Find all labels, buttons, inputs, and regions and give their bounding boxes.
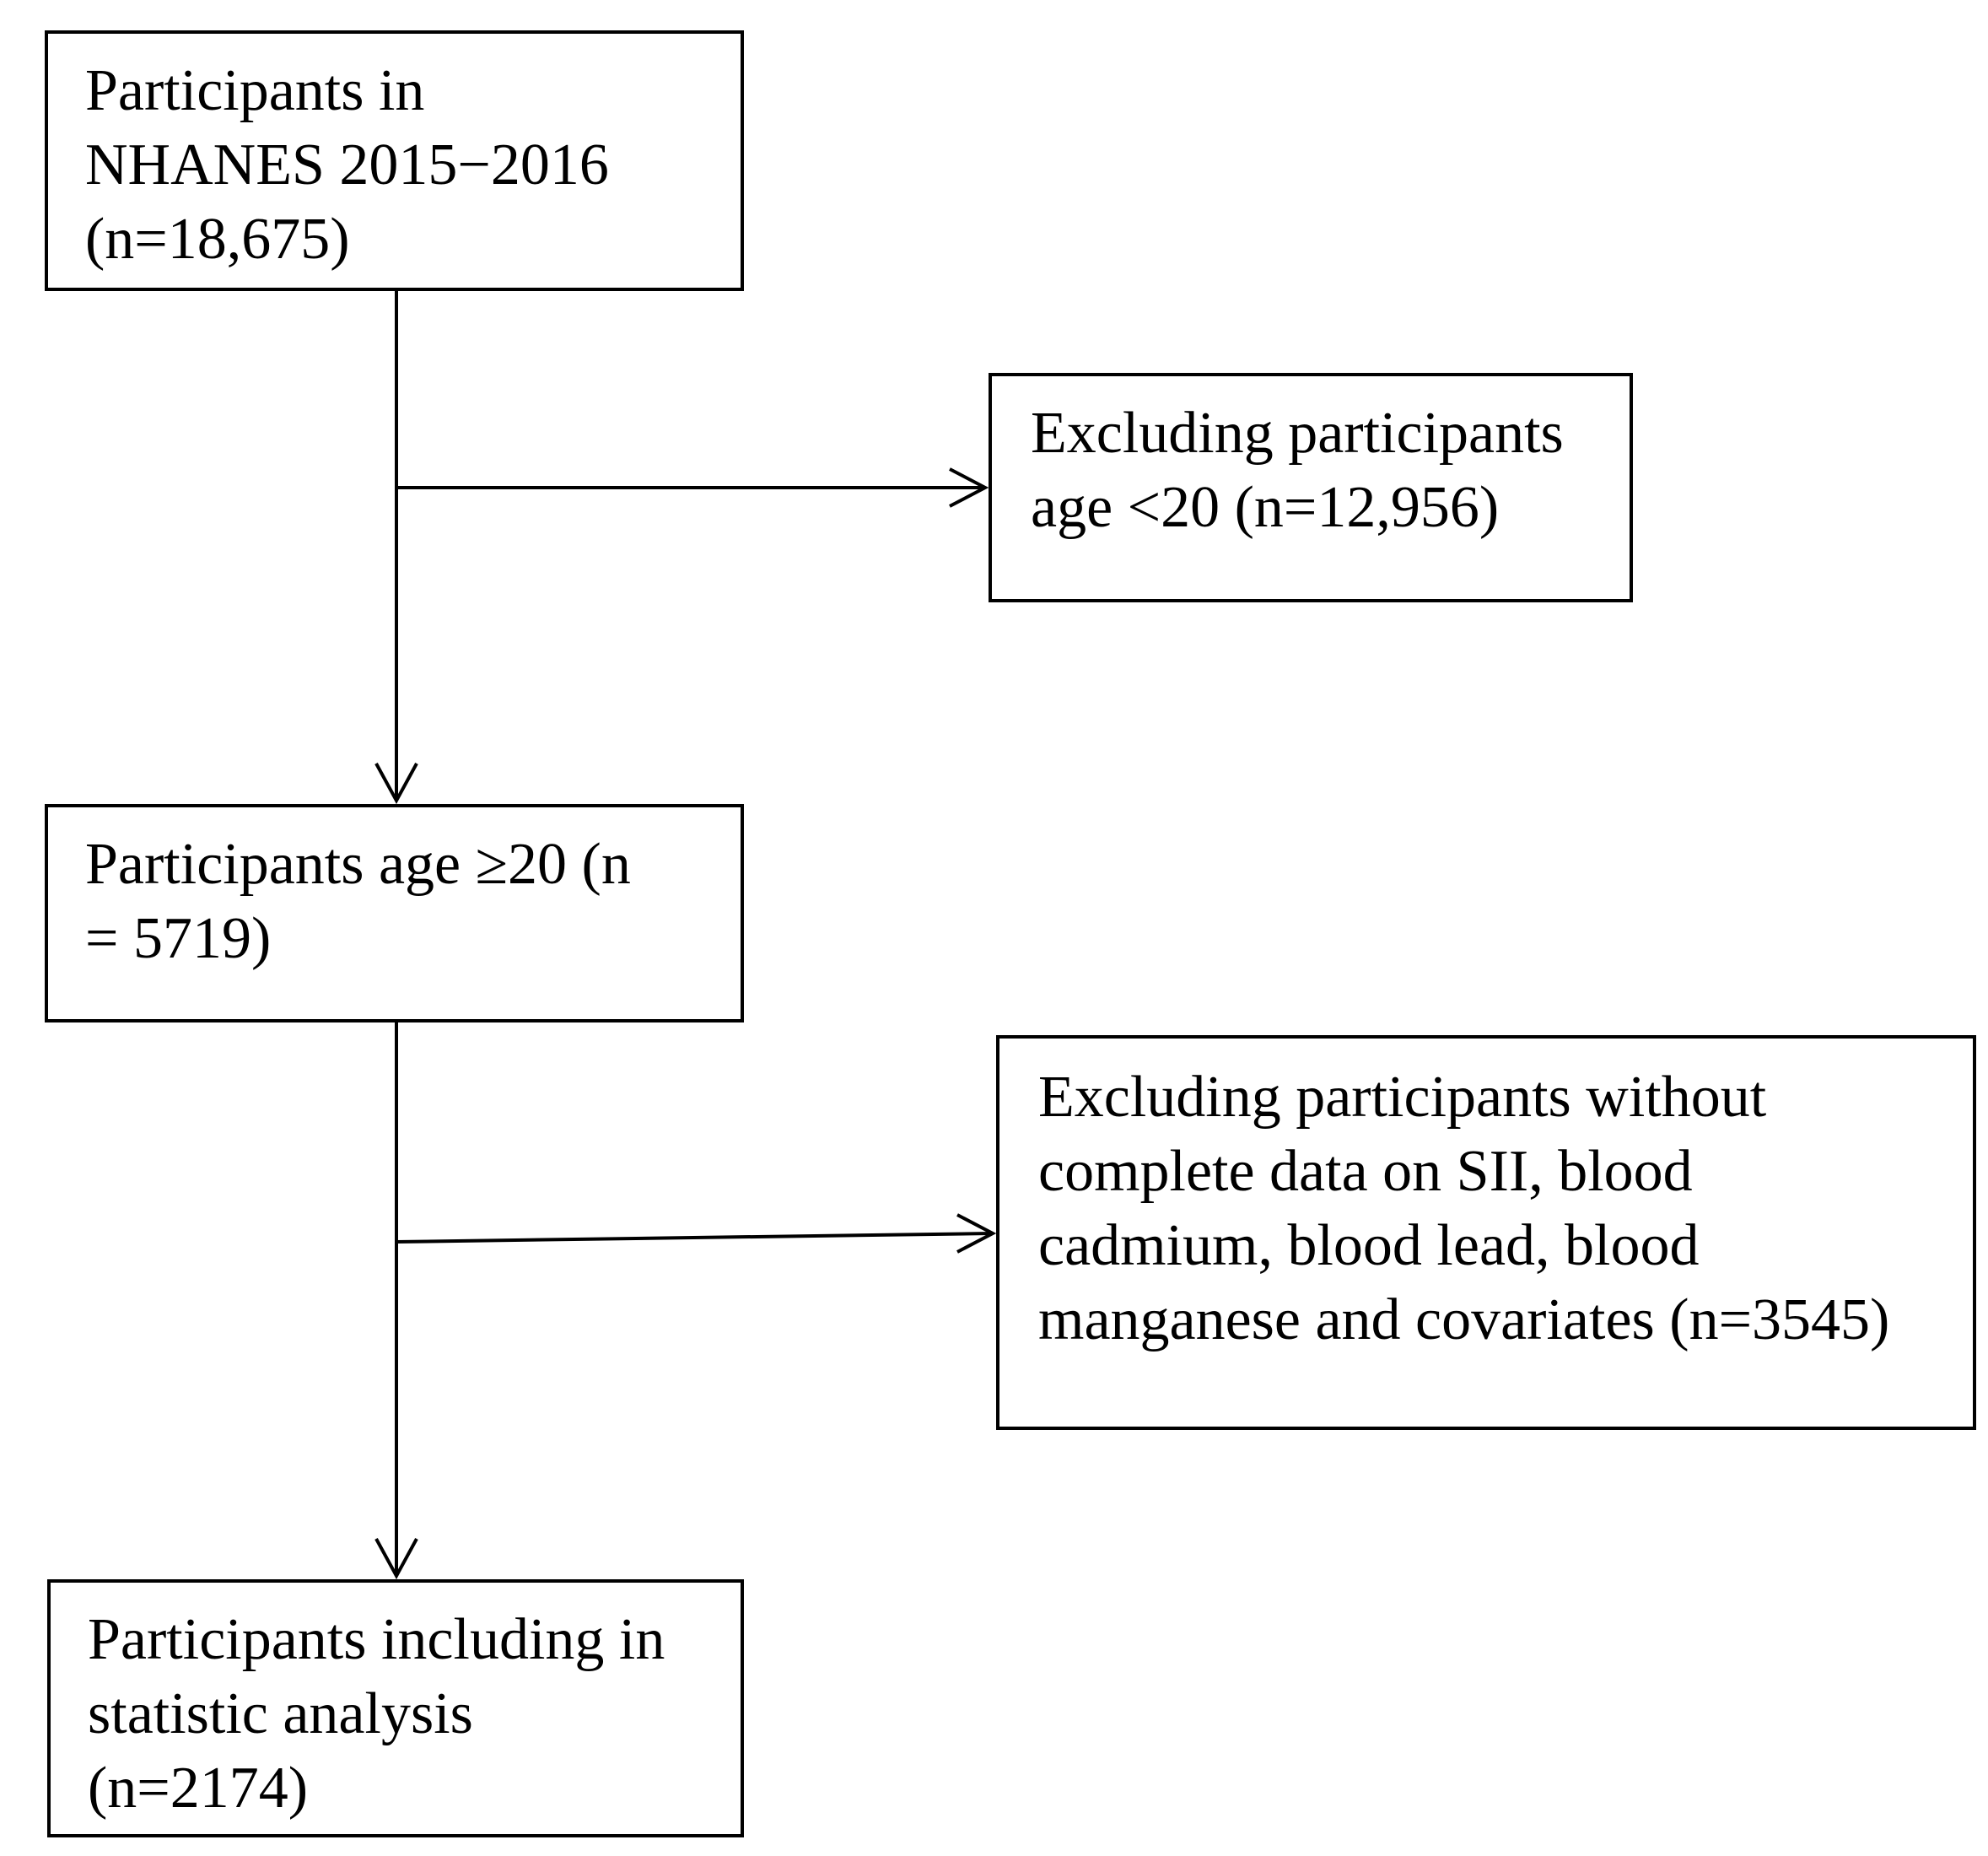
- box-text-line: (n=18,675): [85, 207, 350, 272]
- arrowhead-to-age-box: [374, 763, 418, 805]
- box-text-line: Participants age ≥20 (n: [85, 832, 631, 897]
- box-text-line: Participants including in: [88, 1607, 665, 1672]
- arrowhead-to-exclusion-1: [949, 467, 989, 508]
- box-exclusion-incomplete-data: Excluding participants without complete …: [996, 1035, 1976, 1430]
- box-text-line: Participants in: [85, 58, 425, 123]
- box-text-line: Excluding participants without: [1038, 1065, 1767, 1130]
- arrowhead-to-final-box: [374, 1538, 418, 1580]
- box-text-line: (n=2174): [88, 1756, 309, 1821]
- box-text-line: Excluding participants: [1031, 401, 1564, 466]
- box-text-line: manganese and covariates (n=3545): [1038, 1287, 1890, 1352]
- box-text-line: statistic analysis: [88, 1681, 473, 1746]
- box-text-line: = 5719): [85, 906, 272, 971]
- box-text-line: age <20 (n=12,956): [1031, 475, 1500, 540]
- box-text-line: complete data on SII, blood: [1038, 1139, 1693, 1204]
- box-participants-age-20-plus: Participants age ≥20 (n = 5719): [45, 804, 744, 1022]
- arrowhead-to-exclusion-2: [956, 1213, 997, 1254]
- box-text-line: cadmium, blood lead, blood: [1038, 1213, 1700, 1278]
- box-exclusion-age: Excluding participants age <20 (n=12,956…: [989, 373, 1633, 602]
- box-nhanes-participants: Participants in NHANES 2015−2016 (n=18,6…: [45, 30, 744, 291]
- connector-branch-to-exclusion-2: [396, 1232, 994, 1244]
- box-final-analysis-sample: Participants including in statistic anal…: [47, 1579, 744, 1837]
- box-text-line: NHANES 2015−2016: [85, 132, 609, 197]
